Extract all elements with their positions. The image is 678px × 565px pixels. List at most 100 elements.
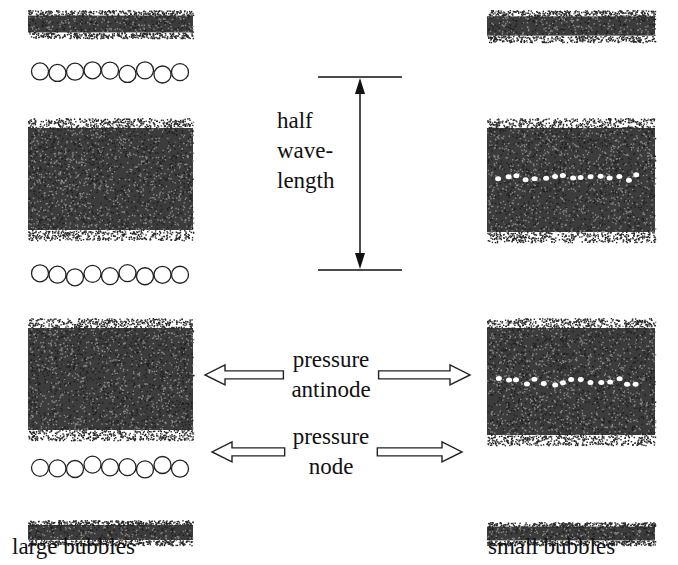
noise-dot [97, 38, 98, 39]
noise-dot [149, 33, 150, 34]
noise-dot [45, 138, 46, 139]
noise-dot [42, 157, 43, 158]
noise-dot [33, 33, 34, 34]
noise-dot [138, 191, 139, 192]
noise-dot [183, 14, 184, 15]
noise-dot [140, 173, 141, 174]
noise-dot [62, 193, 63, 194]
noise-dot [97, 33, 98, 34]
noise-dot [50, 222, 51, 223]
noise-dot [80, 195, 81, 196]
noise-dot [181, 22, 182, 23]
noise-dot [174, 133, 175, 134]
noise-dot [46, 27, 47, 28]
noise-dot [105, 29, 106, 30]
noise-dot [72, 166, 73, 167]
noise-dot [61, 146, 62, 147]
noise-dot [30, 202, 31, 203]
noise-dot [90, 21, 91, 22]
noise-dot [117, 166, 118, 167]
noise-dot [42, 179, 43, 180]
noise-dot [119, 127, 120, 128]
noise-dot [88, 146, 89, 147]
noise-dot [77, 36, 78, 37]
noise-dot [97, 134, 98, 135]
noise-dot [41, 36, 42, 37]
noise-dot [86, 172, 87, 173]
noise-dot [46, 124, 47, 125]
noise-dot [130, 14, 131, 15]
noise-dot [81, 34, 82, 35]
noise-dot [138, 16, 139, 17]
noise-dot [142, 33, 143, 34]
noise-dot [176, 28, 177, 29]
noise-dot [101, 21, 102, 22]
noise-dot [169, 33, 170, 34]
noise-dot [38, 16, 39, 17]
noise-dot [142, 36, 143, 37]
noise-dot [170, 10, 171, 11]
noise-dot [193, 135, 194, 136]
noise-dot [187, 14, 188, 15]
noise-dot [46, 20, 47, 21]
noise-dot [135, 224, 136, 225]
noise-dot [128, 12, 129, 13]
noise-dot [72, 192, 73, 193]
noise-dot [159, 221, 160, 222]
noise-dot [61, 232, 62, 233]
noise-dot [86, 222, 87, 223]
noise-dot [144, 126, 145, 127]
noise-dot [94, 145, 95, 146]
noise-dot [72, 195, 73, 196]
noise-dot [185, 25, 186, 26]
noise-dot [81, 20, 82, 21]
noise-dot [145, 16, 146, 17]
noise-dot [118, 32, 119, 33]
noise-dot [182, 32, 183, 33]
noise-dot [38, 228, 39, 229]
noise-dot [115, 226, 116, 227]
noise-dot [184, 166, 185, 167]
noise-dot [105, 229, 106, 230]
noise-dot [96, 37, 97, 38]
noise-dot [140, 17, 141, 18]
noise-dot [116, 21, 117, 22]
noise-dot [176, 157, 177, 158]
noise-dot [52, 145, 53, 146]
noise-dot [69, 188, 70, 189]
noise-dot [35, 23, 36, 24]
noise-dot [28, 178, 29, 179]
noise-dot [118, 15, 119, 16]
noise-dot [82, 204, 83, 205]
noise-dot [106, 13, 107, 14]
noise-dot [29, 199, 30, 200]
noise-dot [84, 139, 85, 140]
noise-dot [120, 132, 121, 133]
noise-dot [80, 27, 81, 28]
noise-dot [32, 19, 33, 20]
noise-dot [80, 31, 81, 32]
noise-dot [125, 35, 126, 36]
noise-dot [122, 18, 123, 19]
noise-dot [109, 28, 110, 29]
noise-dot [38, 192, 39, 193]
noise-dot [67, 14, 68, 15]
noise-dot [132, 178, 133, 179]
noise-dot [132, 27, 133, 28]
noise-dot [150, 15, 151, 16]
noise-dot [150, 144, 151, 145]
noise-dot [106, 169, 107, 170]
noise-dot [150, 184, 151, 185]
noise-dot [73, 133, 74, 134]
noise-dot [176, 197, 177, 198]
noise-dot [139, 25, 140, 26]
noise-dot [183, 18, 184, 19]
noise-dot [114, 35, 115, 36]
noise-dot [143, 31, 144, 32]
noise-dot [171, 232, 172, 233]
noise-dot [58, 153, 59, 154]
noise-dot [104, 132, 105, 133]
noise-dot [162, 36, 163, 37]
noise-dot [131, 142, 132, 143]
noise-dot [93, 216, 94, 217]
